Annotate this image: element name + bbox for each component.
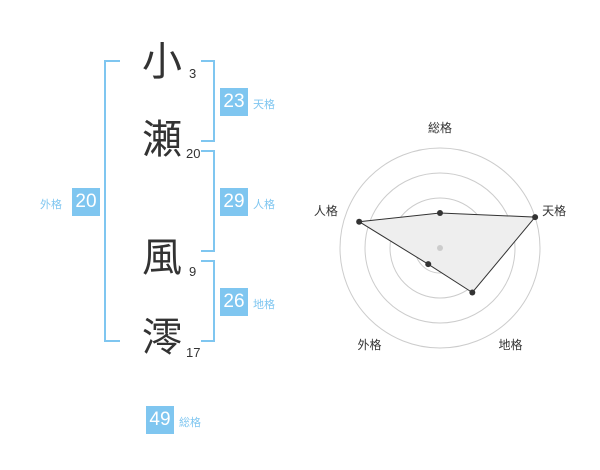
radar-points bbox=[356, 210, 539, 296]
soukaku-label: 総格 bbox=[179, 416, 201, 429]
radar-rings bbox=[339, 147, 541, 349]
stroke-count-1: 3 bbox=[189, 66, 197, 81]
radar-center bbox=[437, 245, 443, 251]
gaikaku-bracket bbox=[104, 60, 120, 342]
stroke-count-3: 9 bbox=[189, 264, 197, 279]
stroke-count-2: 20 bbox=[186, 146, 201, 161]
soukaku-value: 49 bbox=[146, 406, 174, 434]
chikaku-value: 26 bbox=[220, 288, 248, 316]
jinkaku-value: 29 bbox=[220, 188, 248, 216]
stroke-count-4: 17 bbox=[186, 345, 201, 360]
gaikaku-label: 外格 bbox=[40, 198, 62, 211]
radar-axis-label: 人格 bbox=[314, 203, 338, 218]
radar-polygon bbox=[357, 212, 537, 294]
chikaku-label: 地格 bbox=[253, 298, 275, 311]
tenkaku-value: 23 bbox=[220, 88, 248, 116]
radar-ring bbox=[339, 147, 541, 349]
radar-point bbox=[437, 210, 443, 216]
jinkaku-label: 人格 bbox=[253, 198, 275, 211]
radar-axis-label: 外格 bbox=[357, 337, 381, 352]
radar-axis-label: 地格 bbox=[499, 337, 523, 352]
radar-point bbox=[469, 289, 476, 296]
name-char-4: 澪 bbox=[142, 315, 182, 361]
tenkaku-label: 天格 bbox=[253, 98, 275, 111]
radar-axis-label: 総格 bbox=[428, 120, 452, 135]
jinkaku-bracket bbox=[201, 150, 215, 252]
gaikaku-value: 20 bbox=[72, 188, 100, 216]
radar-axis-label: 天格 bbox=[542, 203, 566, 218]
radar-point bbox=[356, 218, 363, 225]
name-char-2: 瀬 bbox=[142, 117, 182, 163]
tenkaku-bracket bbox=[201, 60, 215, 142]
name-char-3: 風 bbox=[142, 235, 182, 281]
radar-point bbox=[425, 261, 432, 268]
chikaku-bracket bbox=[201, 260, 215, 342]
name-char-1: 小 bbox=[142, 39, 182, 85]
radar-ring bbox=[364, 172, 516, 324]
radar-point bbox=[532, 214, 539, 221]
